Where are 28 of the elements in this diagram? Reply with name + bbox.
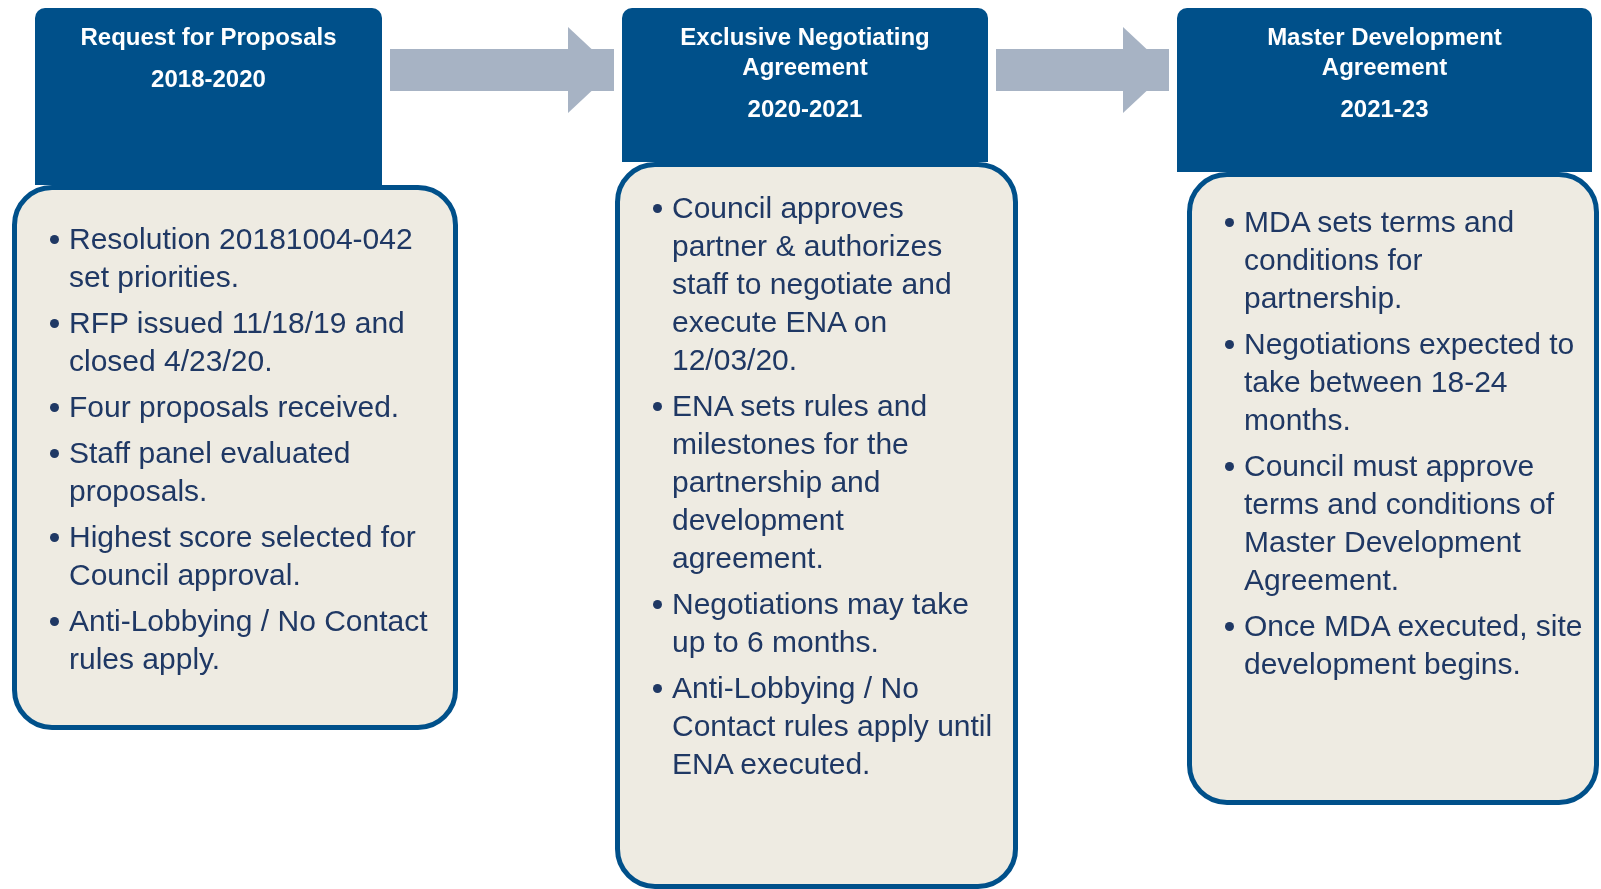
date-range: 2018-2020 (150, 64, 267, 94)
stage-card (615, 162, 1018, 889)
bullet-text: Negotiations expected to take between 18-24 months. (1244, 327, 1575, 436)
date-range: 2020-2021 (746, 94, 864, 124)
bullet-text: Negotiations may take up to 6 months. (672, 587, 969, 658)
stage-card (1187, 172, 1599, 805)
stage-title: Master Development Agreement (1266, 22, 1503, 82)
stage-header (1177, 8, 1592, 172)
date-range: 2021-23 (1339, 94, 1430, 124)
stage-title: Exclusive Negotiating Agreement (679, 22, 931, 82)
stage-header (622, 8, 988, 162)
bullet-text: ENA sets rules and milestones for the partnership and development agreement. (672, 389, 928, 574)
bullet-text: Highest score selected for Council approval. (69, 520, 416, 591)
bullet-text: Resolution 20181004-042 set priorities. (69, 222, 413, 293)
block-arrow (996, 27, 1169, 113)
stage-card (12, 185, 458, 730)
bullet-text: Anti-Lobbying / No Contact rules apply until ENA executed. (672, 671, 993, 780)
bullet-text: Anti-Lobbying / No Contact rules apply. (69, 604, 428, 675)
stage-title: Request for Proposals (79, 22, 338, 52)
bullet-text: Council must approve terms and conditions of Master Development Agreement. (1244, 449, 1555, 596)
bullet-text: Four proposals received. (69, 390, 400, 423)
bullet-text: RFP issued 11/18/19 and closed 4/23/20. (69, 306, 405, 377)
block-arrow (390, 27, 614, 113)
bullet-text: Once MDA executed, site development begins. (1244, 609, 1583, 680)
bullet-text: Staff panel evaluated proposals. (69, 436, 351, 507)
stage-header (35, 8, 382, 185)
bullet-text: Council approves partner & authorizes staff to negotiate and execute ENA on 12/03/20. (672, 191, 952, 376)
bullet-text: MDA sets terms and conditions for partnership. (1244, 205, 1515, 314)
